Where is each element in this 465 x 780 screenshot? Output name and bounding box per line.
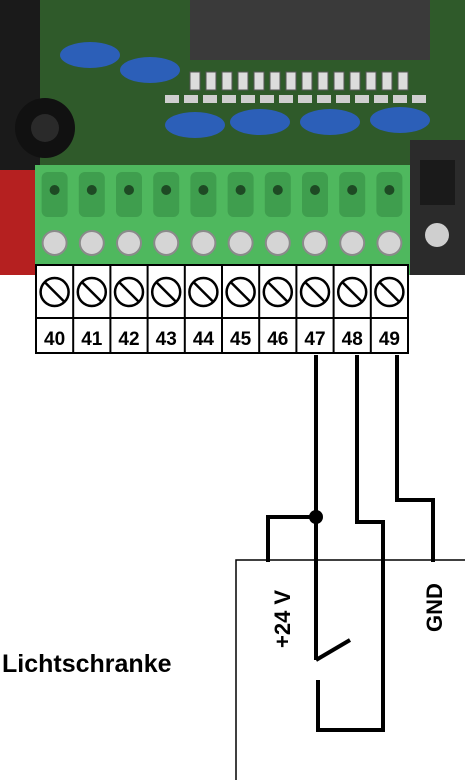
pin-ground-label: GND bbox=[422, 583, 447, 632]
terminal-hole bbox=[272, 185, 283, 195]
terminal-hole bbox=[124, 185, 134, 195]
terminal-hole bbox=[198, 185, 209, 195]
smd-resistor bbox=[374, 95, 388, 103]
terminal-screw-symbol bbox=[39, 276, 70, 308]
smd-resistor bbox=[336, 95, 350, 103]
capacitors bbox=[60, 42, 430, 138]
terminal-screw-photo bbox=[264, 230, 291, 256]
terminal-screw-photo bbox=[227, 230, 254, 256]
capacitor bbox=[165, 112, 225, 138]
terminal-hole bbox=[161, 185, 172, 195]
smd-resistor bbox=[165, 95, 179, 103]
smd-part bbox=[221, 71, 233, 91]
smd-part bbox=[205, 71, 217, 91]
terminal-screw-symbol bbox=[188, 276, 219, 308]
smd-resistor bbox=[241, 95, 255, 103]
terminal-number: 45 bbox=[230, 329, 252, 350]
capacitor bbox=[60, 42, 120, 68]
smd-part bbox=[317, 71, 329, 91]
smd-resistor bbox=[260, 95, 274, 103]
device-box bbox=[235, 559, 465, 780]
pin-supply-label: +24 V bbox=[270, 590, 295, 648]
smd-part bbox=[237, 71, 249, 91]
terminal-screw-photo bbox=[41, 230, 68, 256]
terminal-block-photo bbox=[35, 165, 410, 275]
smd-resistor bbox=[412, 95, 426, 103]
ic-chip bbox=[190, 0, 430, 60]
smd-components bbox=[165, 71, 426, 103]
junction-dot bbox=[309, 510, 323, 524]
terminal-number: 47 bbox=[304, 329, 325, 350]
terminal-screw-photo bbox=[376, 230, 403, 256]
terminal-hole bbox=[86, 185, 97, 195]
mounting-hole-inner bbox=[31, 114, 59, 142]
terminal-screw-symbol bbox=[299, 276, 331, 308]
terminal-screw-photo bbox=[339, 230, 366, 256]
terminal-screw-symbol bbox=[113, 276, 145, 308]
capacitor bbox=[230, 109, 290, 135]
smd-resistor bbox=[184, 95, 198, 103]
smd-part bbox=[397, 71, 409, 91]
smd-resistor bbox=[279, 95, 293, 103]
smd-part bbox=[269, 71, 281, 91]
terminal-screw-symbol bbox=[336, 276, 368, 308]
smd-resistor bbox=[203, 95, 217, 103]
terminal-number: 46 bbox=[267, 329, 288, 350]
terminal-hole bbox=[49, 185, 60, 195]
smd-resistor bbox=[298, 95, 312, 103]
terminal-hole bbox=[310, 185, 320, 195]
terminal-screw-photo bbox=[302, 230, 328, 256]
smd-part bbox=[381, 71, 393, 91]
capacitor bbox=[370, 107, 430, 133]
smd-part bbox=[189, 71, 201, 91]
terminal-hole bbox=[235, 185, 246, 195]
smd-part bbox=[285, 71, 297, 91]
light-barrier-device: Lichtschranke +24 V GND bbox=[2, 559, 465, 780]
terminal-cells: 40 41 42 43 44 45 46 47 48 49 bbox=[39, 265, 405, 353]
terminal-number: 43 bbox=[156, 329, 177, 350]
terminal-number: 49 bbox=[379, 329, 400, 350]
terminal-strip: 40 41 42 43 44 45 46 47 48 49 bbox=[35, 264, 409, 354]
smd-part bbox=[349, 71, 361, 91]
wire-terminal-49-gnd bbox=[395, 355, 435, 562]
smd-part bbox=[253, 71, 265, 91]
capacitor bbox=[300, 109, 360, 135]
terminal-screw-symbol bbox=[374, 276, 405, 308]
smd-resistor bbox=[355, 95, 369, 103]
terminal-number: 41 bbox=[81, 329, 103, 350]
terminal-number: 42 bbox=[118, 329, 139, 350]
smd-part bbox=[333, 71, 345, 91]
terminal-screw-symbol bbox=[76, 276, 108, 308]
switch-contact bbox=[314, 638, 352, 662]
terminal-screw-symbol bbox=[262, 276, 294, 308]
device-name: Lichtschranke bbox=[2, 650, 172, 678]
wire-terminal-48 bbox=[316, 355, 385, 732]
smd-resistor bbox=[393, 95, 407, 103]
terminal-screw-photo bbox=[116, 230, 142, 256]
smd-part bbox=[301, 71, 313, 91]
right-connector bbox=[420, 160, 455, 205]
wire-supply-branch bbox=[266, 515, 316, 562]
terminal-screw-photo bbox=[190, 230, 217, 256]
terminal-hole bbox=[347, 185, 358, 195]
smd-resistor bbox=[317, 95, 331, 103]
terminal-screw-photo bbox=[153, 230, 180, 256]
terminal-number: 48 bbox=[342, 329, 363, 350]
terminal-number: 40 bbox=[44, 329, 65, 350]
terminal-screw-photo bbox=[78, 230, 105, 256]
wires bbox=[266, 355, 435, 732]
pcb-red-edge bbox=[0, 170, 40, 275]
right-screw bbox=[425, 223, 449, 247]
smd-resistor bbox=[222, 95, 236, 103]
terminal-screw-symbol bbox=[225, 276, 256, 308]
capacitor bbox=[120, 57, 180, 83]
terminal-number: 44 bbox=[193, 329, 215, 350]
terminal-screw-symbol bbox=[150, 276, 182, 308]
pcb-photo bbox=[0, 0, 465, 275]
terminal-hole bbox=[384, 185, 395, 195]
smd-part bbox=[365, 71, 377, 91]
